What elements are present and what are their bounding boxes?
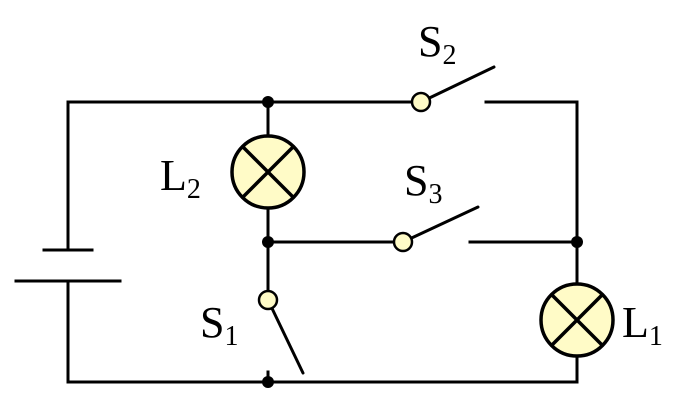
lamp-l1 (539, 282, 615, 358)
switch-s2-blade (419, 65, 496, 104)
junction-node-bottom (262, 376, 274, 388)
wires (66, 100, 579, 384)
junction-node-middle-right (571, 236, 583, 248)
battery (14, 248, 122, 283)
switch-s1 (257, 289, 305, 375)
label-s1: S1 (200, 298, 238, 352)
switch-s3-pivot (392, 231, 414, 253)
switch-s2-pivot (410, 91, 432, 113)
wire-top-left (66, 100, 423, 252)
junction-nodes (262, 96, 583, 388)
switch-s2 (410, 65, 496, 113)
switch-s3 (392, 205, 480, 253)
lamp-l2 (230, 134, 306, 210)
label-s3: S3 (404, 156, 442, 210)
junction-node-top (262, 96, 274, 108)
wire-bottom (66, 279, 579, 384)
switch-s1-pivot (257, 289, 279, 311)
lamp-l2-cross-b (241, 145, 295, 199)
lamp-l1-cross-b (550, 293, 604, 347)
label-l1: L1 (622, 298, 663, 352)
switch-s3-blade (401, 205, 480, 244)
junction-node-middle-left (262, 236, 274, 248)
switch-s1-blade (266, 298, 305, 375)
label-l2: L2 (160, 151, 201, 205)
wire-top-right (484, 100, 579, 294)
label-s2: S2 (418, 17, 456, 71)
